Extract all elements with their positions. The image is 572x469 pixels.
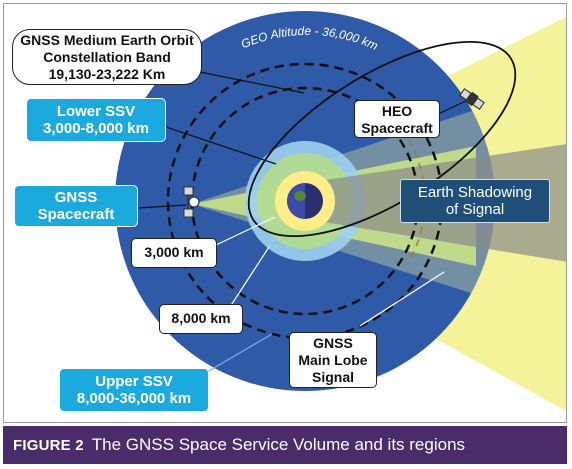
- leader-8000: [227, 246, 270, 311]
- leader-upper-ssv: [201, 333, 273, 376]
- main-lobe-callout: GNSS Main Lobe Signal: [289, 332, 377, 388]
- leader-main-lobe: [359, 271, 445, 327]
- upper-ssv-range: 8,000-36,000 km: [76, 390, 192, 407]
- meo-band-callout: GNSS Medium Earth Orbit Constellation Ba…: [12, 29, 202, 85]
- leader-lower-ssv: [162, 125, 277, 165]
- earth-shadowing-line2: of Signal: [445, 201, 505, 218]
- heo-spacecraft-line1: HEO: [381, 103, 413, 119]
- earth-shadowing-line1: Earth Shadowing: [417, 184, 533, 201]
- figure-caption: FIGURE 2 The GNSS Space Service Volume a…: [3, 426, 567, 464]
- main-lobe-line2: Main Lobe: [298, 352, 368, 368]
- gnss-spacecraft-callout: GNSS Spacecraft: [14, 185, 138, 227]
- heo-spacecraft-callout: HEO Spacecraft: [354, 100, 440, 138]
- heo-spacecraft-line2: Spacecraft: [361, 120, 433, 136]
- lower-ssv-callout: Lower SSV 3,000-8,000 km: [26, 98, 166, 142]
- figure-caption-text: The GNSS Space Service Volume and its re…: [91, 435, 466, 454]
- gnss-spacecraft-icon: [183, 186, 200, 218]
- km-8000-callout: 8,000 km: [159, 304, 243, 334]
- figure-caption-label: FIGURE 2: [13, 436, 84, 454]
- ssv-diagram: GEO Altitude - 36,000 km: [115, 11, 566, 411]
- meo-band-line1: GNSS Medium Earth Orbit: [20, 32, 194, 48]
- earth-land: [294, 191, 306, 201]
- km-8000-label: 8,000 km: [171, 310, 231, 326]
- lower-ssv-title: Lower SSV: [56, 103, 136, 120]
- gnss-spacecraft-line1: GNSS: [54, 189, 98, 206]
- lower-ssv-range: 3,000-8,000 km: [43, 120, 149, 137]
- leader-gnss-spacecraft: [136, 204, 187, 209]
- figure-frame: GEO Altitude - 36,000 km GNSS Medium Ear…: [3, 3, 567, 423]
- km-3000-label: 3,000 km: [144, 244, 204, 260]
- meo-band-line2: Constellation Band: [43, 49, 171, 65]
- leader-heo-spacecraft: [437, 100, 467, 115]
- gnss-spacecraft-line2: Spacecraft: [37, 206, 115, 223]
- upper-ssv-callout: Upper SSV 8,000-36,000 km: [59, 368, 209, 412]
- leader-3000: [215, 216, 276, 246]
- upper-ssv-title: Upper SSV: [95, 373, 173, 390]
- main-lobe-line3: Signal: [311, 369, 354, 385]
- km-3000-callout: 3,000 km: [131, 238, 217, 268]
- main-lobe-line1: GNSS: [313, 335, 353, 351]
- meo-band-line3: 19,130-23,222 Km: [48, 66, 166, 82]
- heo-spacecraft-icon: [459, 88, 485, 110]
- leader-meo-band: [199, 71, 305, 94]
- earth-shadowing-callout: Earth Shadowing of Signal: [400, 179, 550, 223]
